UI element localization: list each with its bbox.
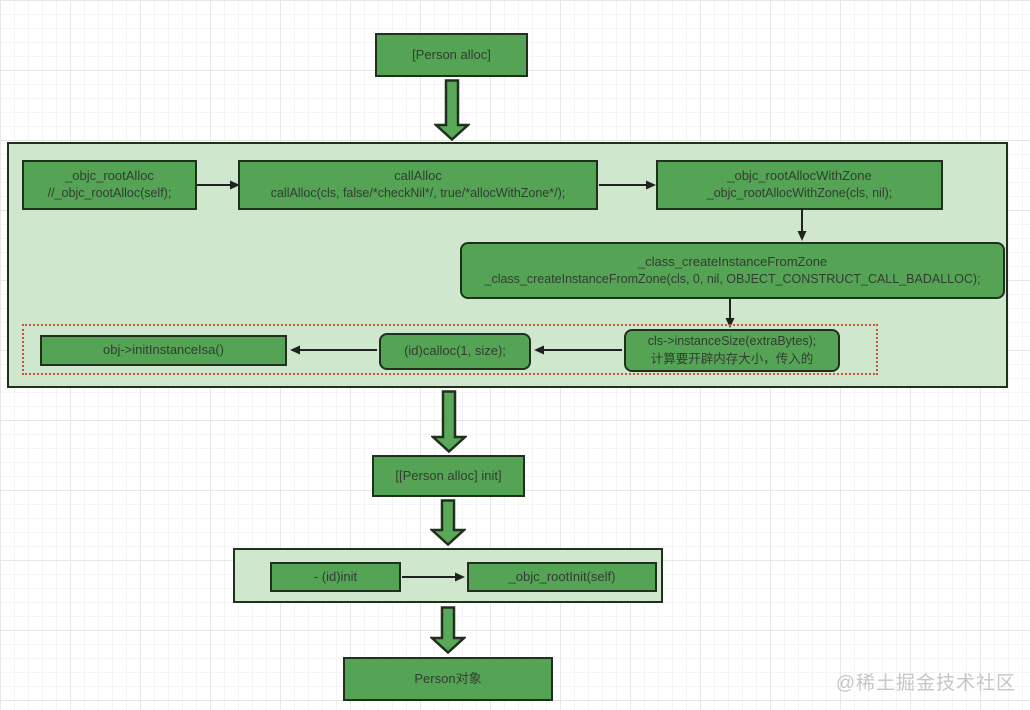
arrow-down-icon xyxy=(434,79,470,141)
arrow-left-icon xyxy=(534,345,622,355)
node-person-object-label: Person对象 xyxy=(414,670,482,686)
alloc-flow-group: _objc_rootAlloc //_objc_rootAlloc(self);… xyxy=(7,142,1008,388)
arrow-right-icon xyxy=(599,180,656,190)
node-objc-root-alloc: _objc_rootAlloc //_objc_rootAlloc(self); xyxy=(22,160,197,210)
arrow-right-icon xyxy=(197,180,240,190)
node-call-alloc-code: callAlloc(cls, false/*checkNil*/, true/*… xyxy=(270,186,566,201)
node-init-instance-isa: obj->initInstanceIsa() xyxy=(40,335,287,366)
arrow-down-icon xyxy=(430,606,466,654)
node-id-init: - (id)init xyxy=(270,562,401,592)
node-class-create-instance-from-zone-code: _class_createInstanceFromZone(cls, 0, ni… xyxy=(484,271,981,286)
watermark: @稀土掘金技术社区 xyxy=(835,673,1016,694)
node-id-init-label: - (id)init xyxy=(313,568,358,584)
node-instance-size-note: 计算要开辟内存大小，传入的 xyxy=(650,351,814,366)
arrow-down-icon xyxy=(725,299,735,328)
arrow-down-icon xyxy=(797,210,807,241)
highlight-dotted-group xyxy=(22,324,878,375)
node-person-alloc-init-label: [[Person alloc] init] xyxy=(395,467,502,483)
node-calloc-label: (id)calloc(1, size); xyxy=(404,343,506,359)
node-person-object: Person对象 xyxy=(343,657,553,701)
node-call-alloc-title: callAlloc xyxy=(394,168,442,184)
node-objc-root-alloc-title: _objc_rootAlloc xyxy=(65,168,154,184)
node-instance-size-code: cls->instanceSize(extraBytes); xyxy=(647,334,817,348)
node-objc-root-alloc-with-zone: _objc_rootAllocWithZone _objc_rootAllocW… xyxy=(656,160,943,210)
init-flow-group: - (id)init _objc_rootInit(self) xyxy=(233,548,663,603)
node-objc-root-alloc-with-zone-title: _objc_rootAllocWithZone xyxy=(727,168,872,184)
node-class-create-instance-from-zone-title: _class_createInstanceFromZone xyxy=(637,253,828,269)
node-init-instance-isa-label: obj->initInstanceIsa() xyxy=(102,342,225,358)
arrow-down-icon xyxy=(431,390,467,453)
node-person-alloc-label: [Person alloc] xyxy=(412,46,491,62)
node-objc-root-init-label: _objc_rootInit(self) xyxy=(508,568,616,584)
node-call-alloc: callAlloc callAlloc(cls, false/*checkNil… xyxy=(238,160,598,210)
arrow-right-icon xyxy=(402,572,465,582)
node-objc-root-alloc-with-zone-code: _objc_rootAllocWithZone(cls, nil); xyxy=(706,186,893,201)
node-class-create-instance-from-zone: _class_createInstanceFromZone _class_cre… xyxy=(460,242,1005,299)
node-person-alloc-init: [[Person alloc] init] xyxy=(372,455,525,497)
arrow-down-icon xyxy=(430,499,466,546)
node-instance-size: cls->instanceSize(extraBytes); 计算要开辟内存大小… xyxy=(624,329,840,372)
node-objc-root-alloc-code: //_objc_rootAlloc(self); xyxy=(47,186,172,201)
arrow-left-icon xyxy=(290,345,377,355)
node-calloc: (id)calloc(1, size); xyxy=(379,333,531,370)
node-objc-root-init: _objc_rootInit(self) xyxy=(467,562,657,592)
node-person-alloc: [Person alloc] xyxy=(375,33,528,77)
